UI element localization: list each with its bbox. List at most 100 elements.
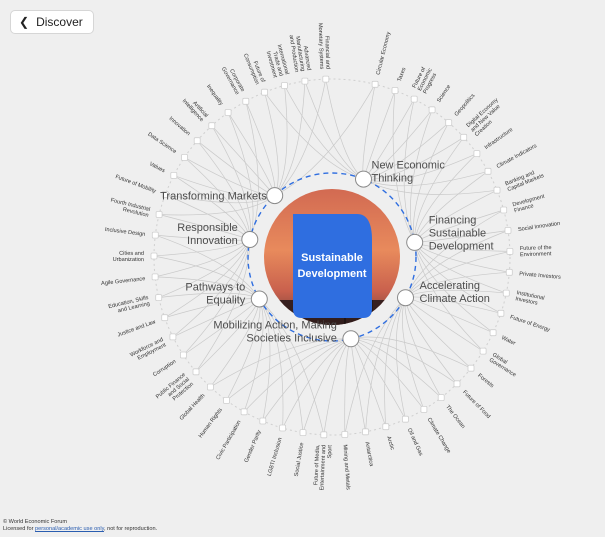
topic-node[interactable] bbox=[301, 77, 309, 85]
topic-label[interactable]: Antarctica bbox=[363, 441, 374, 467]
topic-node[interactable] bbox=[151, 273, 159, 281]
topic-node[interactable] bbox=[453, 380, 461, 388]
topic-node[interactable] bbox=[460, 133, 468, 141]
cluster-node-dot[interactable] bbox=[342, 330, 360, 348]
topic-node[interactable] bbox=[192, 368, 200, 376]
topic-node[interactable] bbox=[473, 150, 481, 158]
topic-node[interactable] bbox=[193, 137, 201, 145]
topic-node[interactable] bbox=[362, 428, 369, 436]
topic-node[interactable] bbox=[150, 252, 158, 260]
topic-node[interactable] bbox=[322, 75, 330, 83]
topic-node[interactable] bbox=[170, 171, 178, 179]
topic-node[interactable] bbox=[391, 87, 399, 94]
topic-node[interactable] bbox=[505, 268, 513, 276]
topic-node[interactable] bbox=[382, 423, 390, 431]
topic-label[interactable]: Future of Energy bbox=[509, 315, 551, 334]
topic-label[interactable]: Oil and Gas bbox=[406, 427, 424, 457]
topic-node[interactable] bbox=[401, 415, 409, 423]
cluster-node-dot[interactable] bbox=[241, 231, 259, 248]
topic-label[interactable]: Private Investors bbox=[519, 271, 561, 281]
cluster-node-dot[interactable] bbox=[406, 233, 424, 251]
topic-label[interactable]: Global Health bbox=[179, 393, 207, 422]
topic-node[interactable] bbox=[502, 289, 510, 297]
topic-node[interactable] bbox=[497, 309, 505, 317]
cluster-node-transforming-markets[interactable]: Transforming Markets bbox=[160, 187, 284, 205]
topic-label[interactable]: The Ocean bbox=[444, 404, 466, 430]
topic-node[interactable] bbox=[484, 167, 492, 175]
topic-node[interactable] bbox=[489, 329, 497, 337]
topic-label[interactable]: Forests bbox=[476, 373, 494, 389]
discover-back-button[interactable]: ❮ Discover bbox=[10, 10, 94, 34]
topic-label[interactable]: Inequality bbox=[205, 84, 224, 107]
topic-label[interactable]: Civic Participation bbox=[215, 420, 242, 462]
topic-node[interactable] bbox=[208, 122, 216, 130]
topic-label[interactable]: Human Rights bbox=[198, 407, 224, 439]
topic-node[interactable] bbox=[506, 247, 514, 255]
topic-node[interactable] bbox=[151, 231, 159, 239]
topic-node[interactable] bbox=[206, 383, 214, 391]
topic-node[interactable] bbox=[341, 431, 349, 438]
topic-label[interactable]: Future of Mobility bbox=[114, 174, 156, 195]
topic-label[interactable]: Future of Food bbox=[461, 389, 491, 419]
topic-label[interactable]: Justice and Law bbox=[117, 319, 158, 339]
topic-node[interactable] bbox=[261, 88, 269, 96]
topic-node[interactable] bbox=[259, 417, 267, 425]
topic-label[interactable]: Mining and Metals bbox=[342, 444, 351, 490]
topic-node[interactable] bbox=[161, 314, 169, 322]
topic-label[interactable]: Values bbox=[148, 161, 166, 174]
topic-node[interactable] bbox=[493, 186, 501, 194]
topic-label[interactable]: Social Justice bbox=[294, 442, 306, 477]
center-hub[interactable]: Sustainable Development bbox=[264, 189, 400, 330]
topic-label[interactable]: Gender Parity bbox=[244, 429, 263, 463]
topic-label[interactable]: Taxes bbox=[397, 67, 408, 83]
topic-node[interactable] bbox=[299, 429, 307, 437]
topic-node[interactable] bbox=[181, 153, 188, 161]
topic-label[interactable]: Water bbox=[500, 335, 516, 347]
topic-label[interactable]: Data Science bbox=[146, 132, 177, 156]
topic-node[interactable] bbox=[428, 106, 436, 114]
topic-node[interactable] bbox=[240, 408, 248, 416]
topic-label[interactable]: Geopolitics bbox=[454, 93, 477, 118]
topic-node[interactable] bbox=[437, 394, 445, 402]
topic-node[interactable] bbox=[371, 80, 379, 88]
topic-node[interactable] bbox=[445, 119, 453, 126]
topic-node[interactable] bbox=[155, 294, 163, 302]
topic-label[interactable]: Inclusive Design bbox=[104, 227, 145, 238]
topic-node[interactable] bbox=[224, 109, 232, 116]
topic-node[interactable] bbox=[161, 191, 169, 198]
topic-node[interactable] bbox=[479, 347, 487, 355]
topic-node[interactable] bbox=[242, 97, 250, 105]
topic-node[interactable] bbox=[420, 405, 428, 413]
topic-label[interactable]: Climate Indicators bbox=[496, 143, 538, 170]
topic-label[interactable]: Science bbox=[436, 84, 452, 104]
topic-label[interactable]: Climate Change bbox=[426, 417, 452, 454]
topic-node[interactable] bbox=[467, 364, 475, 372]
topic-label[interactable]: Circular Economy bbox=[376, 31, 393, 75]
topic-label[interactable]: Infrastructure bbox=[484, 127, 514, 151]
topic-node[interactable] bbox=[179, 351, 187, 359]
cluster-node-dot[interactable] bbox=[397, 289, 414, 307]
topic-label[interactable]: Innovation bbox=[168, 116, 191, 137]
cluster-node-dot[interactable] bbox=[355, 170, 372, 188]
